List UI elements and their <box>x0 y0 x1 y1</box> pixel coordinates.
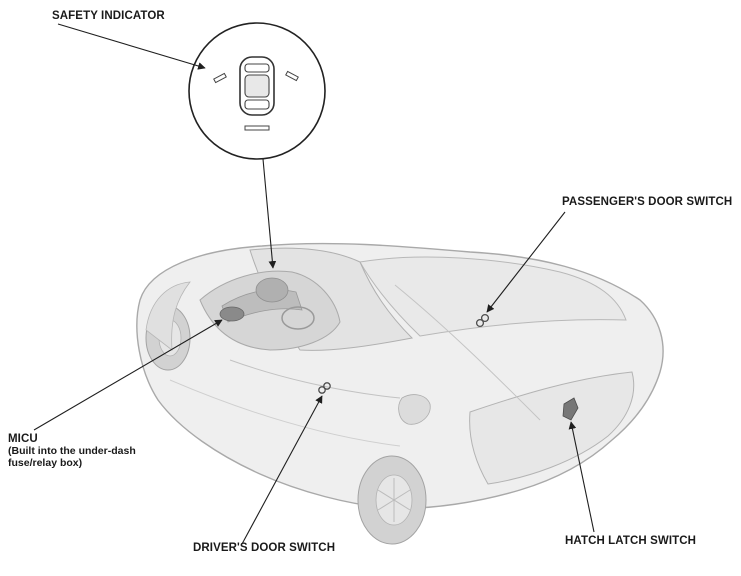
micu-note-line-1: (Built into the under-dash <box>8 445 136 457</box>
safety-indicator-label: SAFETY INDICATOR <box>52 10 165 22</box>
micu-leader <box>33 319 223 431</box>
safety-indicator-leader <box>57 23 206 70</box>
cabin-interior <box>199 270 341 351</box>
car-top-view-icon <box>239 56 275 116</box>
micu-note-line-2: fuse/relay box) <box>8 457 83 469</box>
car-roof <box>359 256 627 337</box>
steering-wheel <box>281 306 315 330</box>
hatch-latch-switch-label: HATCH LATCH SWITCH <box>565 535 697 547</box>
passenger-door-switch-leader <box>486 211 566 313</box>
right-door-lamp <box>285 70 299 82</box>
rear-hatch <box>469 371 635 485</box>
safety-indicator-inset <box>188 22 326 160</box>
hatch-latch-switch-leader <box>568 421 595 533</box>
left-door-lamp <box>213 72 227 84</box>
front-left-bumper <box>145 281 191 351</box>
instrument-cluster <box>255 277 289 303</box>
hatch-lamp <box>244 125 270 131</box>
micu-label: MICU <box>8 433 38 445</box>
driver-door-switch-leader <box>241 395 323 545</box>
driver-door-switch-label: DRIVER'S DOOR SWITCH <box>193 542 336 554</box>
car-illustration <box>136 242 664 545</box>
hatch-latch-switch <box>562 397 579 421</box>
driver-door-switch <box>318 382 331 394</box>
micu-component <box>219 306 245 322</box>
door-line <box>229 359 401 399</box>
passenger-door-switch-label: PASSENGER'S DOOR SWITCH <box>562 196 733 208</box>
roof-seam <box>394 284 541 421</box>
leader-lines <box>33 23 595 545</box>
inset-to-cluster-leader <box>262 158 277 269</box>
rear-light <box>398 394 431 425</box>
rear-left-wheel <box>357 455 427 545</box>
side-character-line <box>169 379 401 447</box>
passenger-door-switch <box>475 313 490 328</box>
